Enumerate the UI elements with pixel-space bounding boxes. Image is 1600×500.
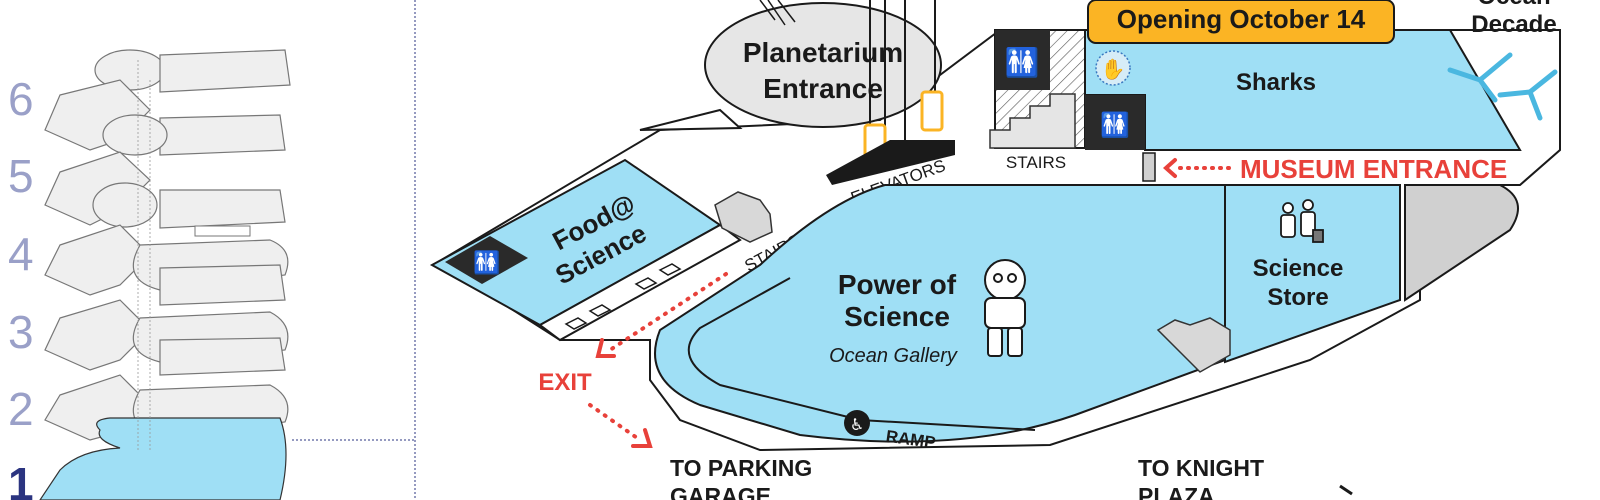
stairs-icon[interactable] bbox=[989, 93, 1076, 149]
power-subtitle: Ocean Gallery bbox=[829, 345, 958, 367]
to-parking-label[interactable]: TO PARKING bbox=[670, 455, 812, 481]
entrance-door bbox=[1142, 152, 1156, 182]
science-store-room[interactable] bbox=[1224, 184, 1401, 364]
floor-4-button[interactable]: 4 bbox=[8, 228, 34, 280]
hand-wash-icon[interactable]: ✋ bbox=[1095, 50, 1131, 86]
parking-path bbox=[588, 403, 642, 442]
power-of-science-room[interactable] bbox=[654, 184, 1226, 443]
to-knight-label[interactable]: TO KNIGHT bbox=[1138, 455, 1264, 481]
sharks-label: Sharks bbox=[1236, 69, 1316, 96]
svg-text:♿: ♿ bbox=[850, 415, 864, 434]
table-icons bbox=[564, 263, 682, 330]
parking-arrow-head bbox=[631, 428, 653, 448]
service-block bbox=[1404, 184, 1519, 302]
planetarium-rays bbox=[759, 0, 796, 26]
restroom-icon[interactable] bbox=[1085, 95, 1145, 150]
decade-label: Decade bbox=[1471, 11, 1556, 38]
stairs-top-label: STAIRS bbox=[1006, 153, 1066, 172]
floor-stack: 6 5 4 3 2 1 bbox=[8, 49, 291, 500]
exit-path bbox=[608, 272, 728, 352]
svg-text:🚻: 🚻 bbox=[1005, 46, 1040, 79]
to-parking-label-2[interactable]: GARAGE bbox=[670, 483, 771, 500]
food-restroom-block bbox=[445, 236, 528, 284]
power-label-2: Science bbox=[844, 301, 950, 332]
exit-label[interactable]: EXIT bbox=[538, 369, 592, 396]
planetarium-label-1: Planetarium bbox=[743, 37, 903, 68]
floor-3-shape[interactable] bbox=[44, 264, 289, 371]
floor-4-shape[interactable] bbox=[44, 182, 289, 296]
floor-3-button[interactable]: 3 bbox=[8, 306, 34, 358]
opening-banner-label: Opening October 14 bbox=[1117, 4, 1366, 34]
family-restroom-icon[interactable] bbox=[995, 30, 1050, 90]
floor-6-button[interactable]: 6 bbox=[8, 73, 34, 125]
stairs-icon[interactable] bbox=[714, 191, 773, 243]
diver-suit-icon bbox=[984, 259, 1026, 357]
floor-2-button[interactable]: 2 bbox=[8, 383, 34, 435]
svg-text:🚻: 🚻 bbox=[1100, 111, 1130, 139]
floor-6-shape[interactable] bbox=[44, 49, 291, 151]
museum-entrance-label[interactable]: MUSEUM ENTRANCE bbox=[1240, 154, 1507, 184]
wheelchair-icon: ♿ bbox=[844, 410, 870, 436]
shoppers-icon bbox=[1280, 199, 1324, 243]
ocean-label: Ocean bbox=[1477, 0, 1550, 10]
planetarium-entrance[interactable]: Planetarium Entrance bbox=[639, 2, 942, 131]
floor-1-button[interactable]: 1 bbox=[8, 458, 34, 500]
to-knight-label-2[interactable]: PLAZA bbox=[1138, 483, 1215, 500]
knight-arrow-icon bbox=[1339, 484, 1353, 496]
elevator-platform bbox=[826, 140, 955, 185]
trident-icon bbox=[1447, 52, 1558, 121]
museum-entrance-arrow bbox=[1162, 158, 1234, 178]
store-label-2: Store bbox=[1267, 284, 1328, 311]
floor-1-shape[interactable] bbox=[39, 417, 287, 500]
opening-banner: Opening October 14 bbox=[1087, 0, 1395, 44]
power-label-1: Power of bbox=[838, 269, 957, 300]
store-label-1: Science bbox=[1253, 255, 1344, 282]
floor-5-button[interactable]: 5 bbox=[8, 150, 34, 202]
exit-arrow-head bbox=[595, 338, 616, 358]
ramp-path bbox=[687, 277, 1036, 431]
floor-5-shape[interactable] bbox=[44, 114, 286, 226]
restroom-icon[interactable]: 🚻 bbox=[473, 250, 500, 276]
stairs-icon[interactable] bbox=[1156, 317, 1231, 373]
planetarium-label-2: Entrance bbox=[763, 73, 883, 104]
svg-text:✋: ✋ bbox=[1101, 57, 1126, 81]
